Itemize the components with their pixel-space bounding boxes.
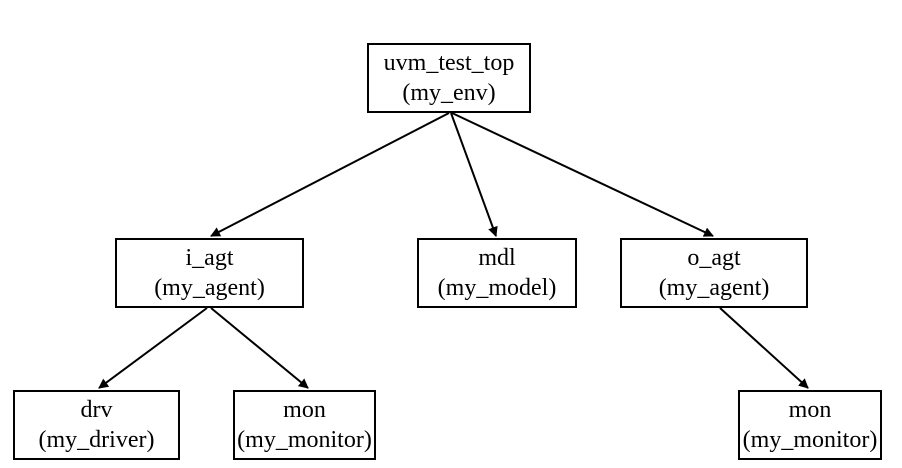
node-type: (my_env) (402, 80, 496, 106)
node-type: (my_agent) (658, 275, 770, 301)
node-name: mon (283, 397, 326, 423)
edge-iagt-to-drv (98, 307, 208, 389)
edge-top-to-mdl (450, 112, 498, 237)
node-type: (my_model) (437, 275, 557, 301)
edge-top-to-oagt (451, 112, 714, 237)
node-type: (my_monitor) (742, 427, 878, 453)
edge-iagt-to-mon (210, 307, 309, 389)
node-name: o_agt (687, 245, 741, 271)
node-drv: drv (my_driver) (13, 390, 180, 460)
node-o-agt-mon: mon (my_monitor) (738, 390, 882, 460)
node-name: mon (788, 397, 832, 423)
node-mdl: mdl (my_model) (417, 238, 577, 308)
node-name: drv (80, 397, 113, 423)
node-name: uvm_test_top (383, 50, 515, 76)
node-type: (my_monitor) (237, 427, 372, 453)
node-i-agt-mon: mon (my_monitor) (233, 390, 376, 460)
node-i-agt: i_agt (my_agent) (115, 238, 304, 308)
node-type: (my_driver) (38, 427, 155, 453)
node-uvm-test-top: uvm_test_top (my_env) (367, 43, 531, 113)
node-type: (my_agent) (154, 275, 265, 301)
edge-top-to-iagt (210, 112, 450, 237)
edge-oagt-to-mon (719, 307, 809, 389)
node-name: i_agt (185, 245, 234, 271)
node-name: mdl (478, 245, 516, 271)
node-o-agt: o_agt (my_agent) (620, 238, 808, 308)
